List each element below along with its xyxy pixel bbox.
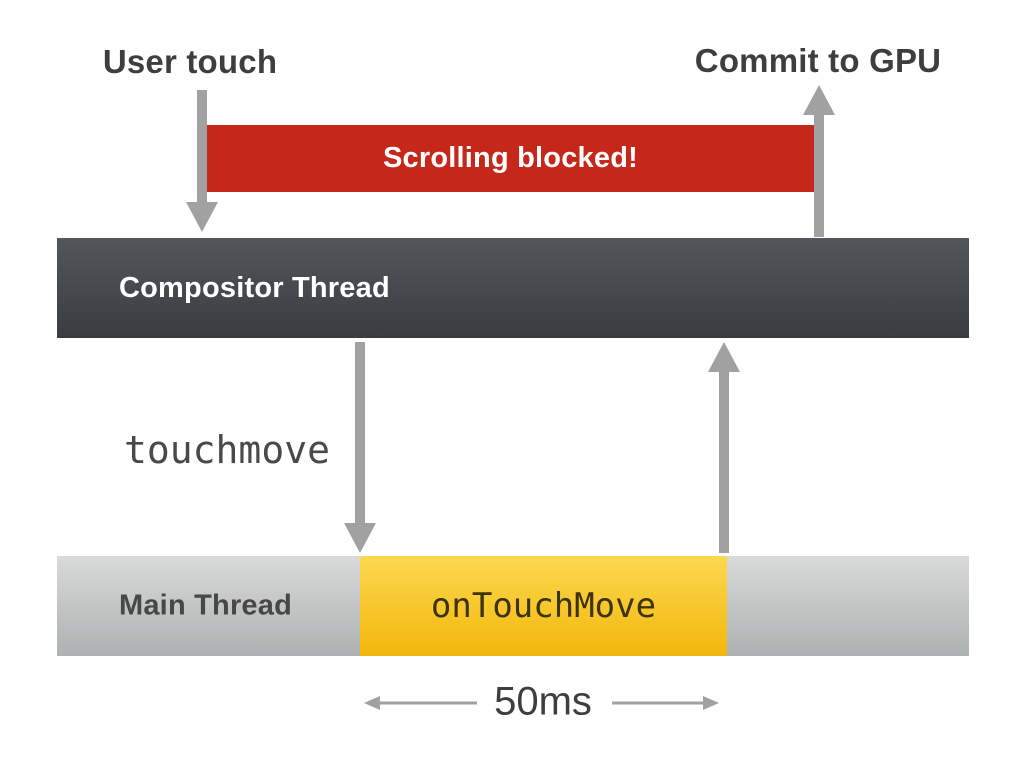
arrow-shaft xyxy=(814,113,824,237)
arrow-head-left xyxy=(364,696,380,710)
main-thread-bar: onTouchMove Main Thread xyxy=(57,556,969,656)
duration-label: 50ms xyxy=(494,679,592,724)
scrolling-blocked-text: Scrolling blocked! xyxy=(383,142,638,174)
arrow-head-down xyxy=(186,202,218,232)
user-touch-label: User touch xyxy=(102,43,278,80)
ontouchmove-handler-label: onTouchMove xyxy=(430,586,657,626)
duration-arrow-right-icon xyxy=(612,696,719,710)
arrow-head-up xyxy=(803,85,835,115)
duration-arrow-left-icon xyxy=(364,696,477,710)
main-thread-label: Main Thread xyxy=(119,589,292,622)
arrow-shaft xyxy=(197,90,207,204)
commit-to-gpu-arrow-up-icon xyxy=(803,85,835,237)
scrolling-blocked-banner: Scrolling blocked! xyxy=(205,125,816,192)
arrow-head-up xyxy=(708,342,740,372)
touchmove-arrow-down-icon xyxy=(344,342,376,553)
main-to-compositor-arrow-up-icon xyxy=(708,342,740,553)
arrow-head-down xyxy=(344,523,376,553)
arrow-shaft xyxy=(612,701,705,705)
arrow-shaft xyxy=(378,701,477,705)
commit-to-gpu-label: Commit to GPU xyxy=(694,42,942,79)
compositor-thread-bar: Compositor Thread xyxy=(57,238,969,338)
arrow-head-right xyxy=(703,696,719,710)
arrow-shaft xyxy=(355,342,365,525)
touchmove-event-label: touchmove xyxy=(124,428,330,472)
arrow-shaft xyxy=(719,370,729,553)
user-touch-arrow-down-icon xyxy=(186,90,218,232)
ontouchmove-busy-segment: onTouchMove xyxy=(360,556,727,656)
compositor-thread-label: Compositor Thread xyxy=(119,271,390,304)
